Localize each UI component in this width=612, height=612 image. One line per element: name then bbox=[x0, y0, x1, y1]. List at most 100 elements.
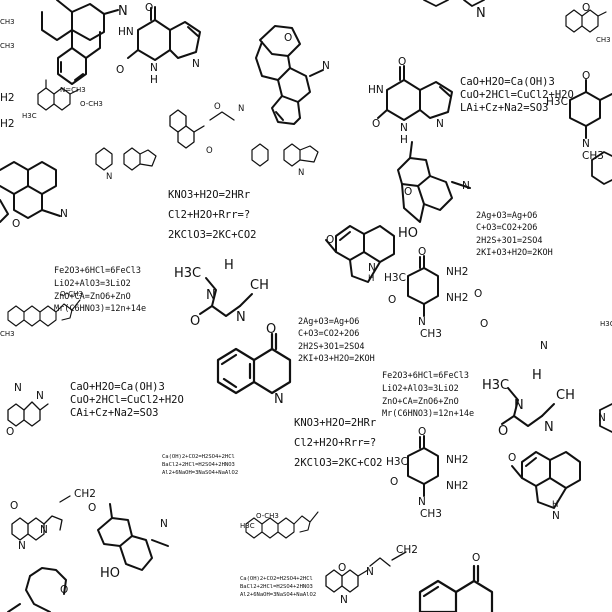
atom-label-n: N bbox=[368, 262, 376, 274]
equation-line: 2Ag+O3=Ag+O6 bbox=[298, 317, 360, 327]
equation-line: ZnO+CA=ZnO6+ZnO bbox=[382, 396, 459, 407]
atom-label-o: O bbox=[338, 562, 347, 574]
molecule-top-left bbox=[41, 0, 119, 85]
equation-line: Al2+6NaOH=3NaSO4+NaAlO2 bbox=[162, 469, 239, 476]
equation-line: CuO+2HCl=CuCl2+H2O bbox=[460, 89, 574, 102]
atom-label-n: N bbox=[60, 208, 68, 220]
atom-label-h3c: H3C bbox=[482, 378, 510, 393]
equation-line: KNO3+H2O=2HRr bbox=[168, 189, 251, 201]
equation-block-g: Fe2O3+6HCl=6FeCl3 LiO2+AlO3=3LiO2 ZnO+CA… bbox=[54, 265, 146, 316]
atom-label-ch3: CH3 bbox=[420, 508, 442, 520]
molecule-top-right-1 bbox=[377, 65, 453, 121]
atom-label-nh2: NH2 bbox=[446, 266, 469, 278]
atom-label-h3c: H3C bbox=[600, 320, 612, 328]
atom-label-o: O bbox=[266, 322, 277, 337]
atom-label-hn: HN bbox=[368, 84, 384, 96]
atom-label-n: N bbox=[206, 288, 216, 303]
atom-label-n: N bbox=[106, 172, 113, 182]
atom-label-h3c: H3C bbox=[22, 112, 37, 120]
atom-label-h2: H2 bbox=[0, 92, 15, 104]
atom-label-h: H bbox=[552, 500, 559, 510]
atom-label-nh2: NH2 bbox=[446, 480, 469, 492]
atom-label-n: N bbox=[400, 122, 408, 134]
atom-label-n: N bbox=[322, 60, 330, 72]
atom-label-n: N bbox=[40, 524, 48, 536]
atom-label-o: O bbox=[372, 118, 381, 130]
equation-block-b: CaO+H2O=Ca(OH)3 CuO+2HCl=CuCl2+H2O CAi+C… bbox=[70, 381, 184, 420]
molecule-left-aporphine bbox=[0, 161, 61, 223]
atom-label-h3c: H3C bbox=[546, 96, 568, 108]
equation-line: Mr(C6HNO3)=12n+14e bbox=[54, 304, 147, 315]
molecule-bottom-left-ring bbox=[7, 567, 67, 612]
atom-label-hn: HN bbox=[118, 26, 134, 38]
atom-label-ch3: CH3 bbox=[420, 328, 442, 340]
atom-label-n-ch3: N=CH3 bbox=[60, 86, 86, 94]
molecule-small-middle-steroid bbox=[245, 511, 319, 539]
atom-label-n: N bbox=[552, 510, 560, 522]
atom-label-ho: HO bbox=[398, 226, 419, 241]
molecule-quinone-1 bbox=[407, 255, 439, 317]
atom-label-o: O bbox=[60, 584, 69, 596]
molecule-small-bottom-mid bbox=[325, 551, 407, 593]
equation-block-c: KNO3+H2O=2HRr Cl2+H2O+Rrr=? 2KClO3=2KC+C… bbox=[168, 186, 257, 246]
atom-label-o: O bbox=[582, 70, 591, 82]
molecule-top-center-1 bbox=[127, 6, 201, 61]
molecule-bottom-naphthalenone bbox=[418, 564, 494, 612]
equation-line: BaCl2+2HCl=H2SO4+2HNO3 bbox=[240, 583, 313, 590]
equation-block-d: KNO3+H2O=2HRr Cl2+H2O+Rrr=? 2KClO3=2KC+C… bbox=[294, 414, 383, 474]
equation-line: Mr(C6HNO3)=12n+14e bbox=[382, 409, 475, 420]
equation-line: KNO3+H2O=2HRr bbox=[294, 417, 377, 429]
equation-line: CaO+H2O=Ca(OH)3 bbox=[460, 76, 555, 88]
equation-line: ZnO+CA=ZnO6+ZnO bbox=[54, 291, 131, 302]
atom-label-ch: CH bbox=[556, 388, 575, 403]
atom-label-o: O bbox=[390, 476, 399, 488]
atom-label-n: N bbox=[36, 390, 44, 402]
atom-label-ch3: CH3 bbox=[0, 18, 15, 26]
molecule-small-left-steroid bbox=[7, 299, 81, 327]
atom-label-o: O bbox=[206, 146, 213, 156]
equation-line: CaO+H2O=Ca(OH)3 bbox=[70, 381, 165, 393]
atom-label-o: O bbox=[582, 2, 591, 14]
atom-label-o: O bbox=[326, 234, 335, 246]
atom-label-o: O bbox=[284, 32, 293, 44]
equation-line: 2H2S+3O1=2SO4 bbox=[476, 235, 543, 246]
atom-label-o: O bbox=[190, 314, 201, 329]
molecule-small-quinoline-left bbox=[7, 401, 49, 427]
equation-line: Fe2O3+6HCl=6FeCl3 bbox=[382, 371, 469, 381]
atom-label-o: O bbox=[498, 424, 509, 439]
atom-label-n: N bbox=[476, 6, 486, 21]
atom-label-o: O bbox=[508, 452, 517, 464]
equation-line: Cl2+H2O+Rrr=? bbox=[168, 208, 251, 221]
atom-label-o: O bbox=[404, 186, 413, 198]
atom-label-n: N bbox=[238, 104, 245, 114]
molecule-quinone-2 bbox=[407, 435, 439, 497]
atom-label-h: H bbox=[400, 134, 408, 146]
atom-label-o: O bbox=[116, 64, 125, 76]
equation-line: 2H2S+3O1=2SO4 bbox=[298, 341, 365, 352]
atom-label-h: H bbox=[224, 258, 234, 273]
molecule-top-right-tricycle bbox=[423, 0, 485, 7]
atom-label-nh2: NH2 bbox=[446, 292, 469, 304]
atom-label-n: N bbox=[14, 382, 22, 394]
atom-label-n: N bbox=[540, 340, 548, 352]
molecule-urea-1 bbox=[199, 277, 253, 317]
equation-block-i: Ca(OH)2+CO2=H2SO4+2HCl BaCl2+2HCl=H2SO4+… bbox=[162, 454, 238, 478]
atom-label-o-ch3: O-CH3 bbox=[256, 512, 279, 520]
atom-label-n: N bbox=[418, 496, 426, 508]
atom-label-n: N bbox=[160, 518, 168, 530]
equation-line: Ca(OH)2+CO2=H2SO4+2HCl bbox=[240, 576, 313, 582]
atom-label-o: O bbox=[418, 246, 427, 258]
equation-line: 2KI+O3+H2O=2KOH bbox=[476, 247, 553, 258]
atom-label-o: O bbox=[472, 552, 481, 564]
equation-line: Cl2+H2O+Rrr=? bbox=[294, 436, 377, 449]
atom-label-n: N bbox=[582, 138, 590, 150]
atom-label-n: N bbox=[544, 420, 554, 435]
equation-line: C+O3=CO2+2O6 bbox=[298, 329, 360, 340]
equation-line: CAi+Cz+Na2=SO3 bbox=[70, 407, 159, 420]
atom-label-o: O bbox=[88, 502, 97, 514]
atom-label-ch3: CH3 bbox=[0, 42, 15, 50]
equation-block-a: CaO+H2O=Ca(OH)3 CuO+2HCl=CuCl2+H2O LAi+C… bbox=[460, 76, 574, 115]
atom-label-ch2: CH2 bbox=[396, 544, 418, 556]
atom-label-n: N bbox=[18, 540, 26, 552]
atom-label-ho: HO bbox=[100, 566, 121, 581]
